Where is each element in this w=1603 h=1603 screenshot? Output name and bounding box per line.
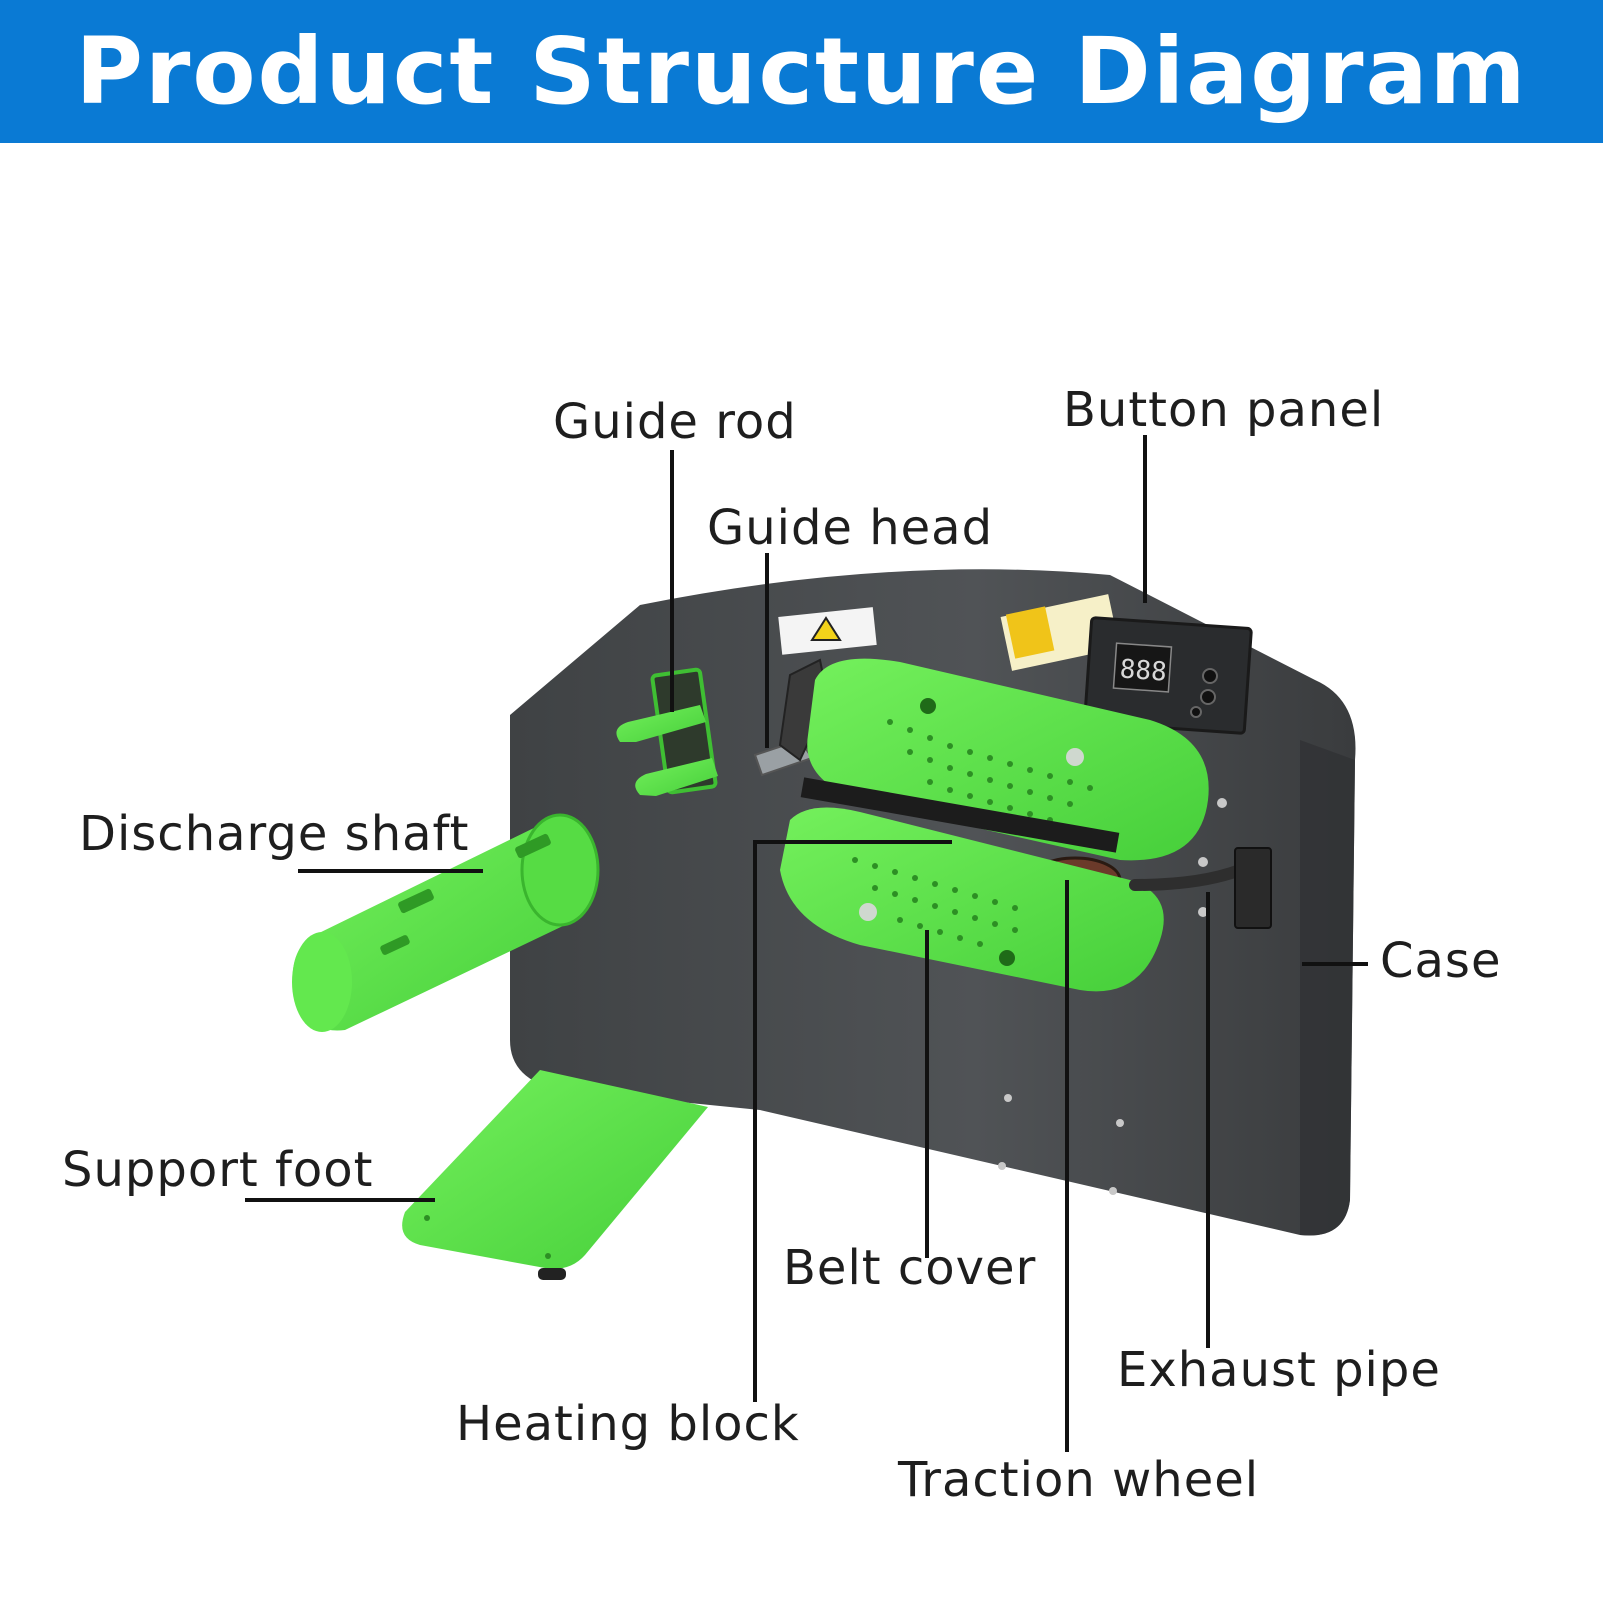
support-foot-hole-1 <box>424 1215 430 1221</box>
discharge-shaft-collar <box>520 813 600 927</box>
discharge-shaft <box>292 824 590 1031</box>
label-case: Case <box>1380 933 1502 989</box>
guide-rod-upper <box>616 705 706 742</box>
warning-label-2-stripe <box>1005 606 1055 659</box>
label-support-foot: Support foot <box>62 1142 374 1198</box>
panel-button-2 <box>1200 689 1216 705</box>
label-discharge-shaft: Discharge shaft <box>79 806 470 862</box>
warning-triangle-1 <box>810 616 842 641</box>
discharge-shaft-tip <box>292 932 352 1032</box>
case-side-shade <box>1300 740 1355 1236</box>
lower-cover-screw <box>859 903 877 921</box>
shaft-slot-1 <box>515 833 551 859</box>
support-foot-pad <box>538 1268 566 1280</box>
page-title: Product Structure Diagram <box>75 18 1528 125</box>
guide-rod-lower <box>635 758 718 796</box>
label-traction-wheel: Traction wheel <box>898 1452 1260 1508</box>
exhaust-pipe <box>1129 864 1246 891</box>
display-readout: 888 <box>1119 654 1168 687</box>
panel-button-3 <box>1190 706 1202 718</box>
shaft-slot-2 <box>398 888 434 914</box>
belt <box>800 777 1120 853</box>
upper-cover-hole <box>920 698 936 714</box>
shaft-slot-3 <box>380 935 410 955</box>
exhaust-pipe-bracket <box>1234 847 1272 929</box>
label-button-panel: Button panel <box>1063 382 1385 438</box>
lower-cover-hole <box>999 950 1015 966</box>
label-guide-head: Guide head <box>707 500 994 556</box>
support-foot <box>402 1070 708 1269</box>
label-exhaust-pipe: Exhaust pipe <box>1117 1342 1441 1398</box>
panel-button-1 <box>1202 668 1218 684</box>
led-display <box>1112 642 1173 693</box>
label-guide-rod: Guide rod <box>553 394 797 450</box>
leader-heating-block <box>753 840 952 1402</box>
support-foot-hole-2 <box>545 1253 551 1259</box>
case-screws <box>998 798 1227 1195</box>
label-heating-block: Heating block <box>456 1396 800 1452</box>
title-banner: Product Structure Diagram <box>0 0 1603 143</box>
label-belt-cover: Belt cover <box>783 1240 1037 1296</box>
leader-lines <box>245 435 1368 1452</box>
upper-cover-screw <box>1066 748 1084 766</box>
upper-cover-vents <box>887 719 1093 823</box>
lower-cover-vents <box>852 857 1018 947</box>
